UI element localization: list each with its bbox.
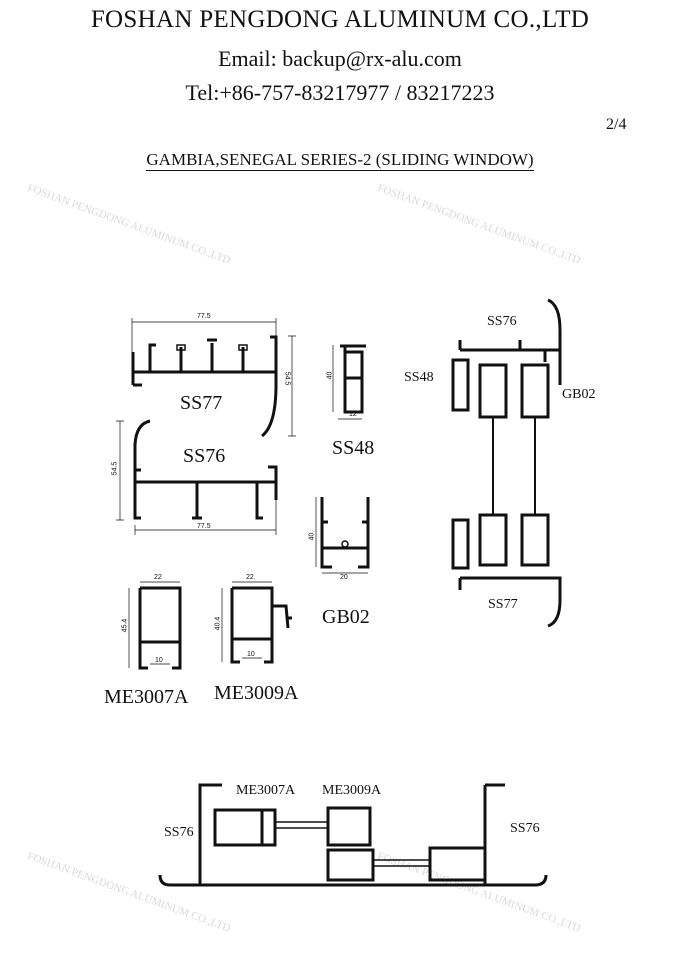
ss77-width: 77.5 — [197, 313, 211, 320]
me3009a-slot: 10 — [247, 651, 255, 658]
me3007a-profile — [138, 586, 182, 670]
page-number: 2/4 — [606, 116, 627, 133]
horizontal-assembly — [158, 783, 548, 887]
me3009a-width: 22 — [246, 574, 254, 581]
ss48-label: SS48 — [332, 437, 375, 459]
series-title: GAMBIA,SENEGAL SERIES-2 (SLIDING WINDOW) — [0, 150, 680, 171]
ss76-width: 77.5 — [197, 523, 211, 530]
gb02-width: 20 — [340, 574, 348, 581]
h-assembly-sash1-label: ME3007A — [236, 783, 296, 798]
series-title-text: GAMBIA,SENEGAL SERIES-2 (SLIDING WINDOW) — [146, 150, 534, 171]
ss77-height: 54.5 — [283, 371, 291, 386]
me3009a-profile — [230, 586, 292, 664]
ss77-profile — [131, 335, 278, 438]
ss77-label: SS77 — [180, 392, 223, 414]
me3007a-width: 22 — [154, 574, 162, 581]
h-assembly-sash2-label: ME3009A — [322, 783, 382, 798]
me3007a-height: 45.4 — [121, 618, 129, 633]
gb02-profile — [320, 497, 370, 569]
ss48-profile — [340, 344, 366, 414]
gb02-label: GB02 — [322, 606, 370, 628]
vertical-assembly — [451, 298, 562, 628]
me3007a-label: ME3007A — [104, 686, 189, 708]
email: Email: backup@rx-alu.com — [218, 46, 462, 71]
assembly-bottom-label: SS77 — [488, 597, 518, 612]
h-assembly-frame-right-label: SS76 — [510, 821, 540, 836]
ss76-height: 54.5 — [111, 461, 119, 476]
h-assembly-frame-left-label: SS76 — [164, 825, 194, 840]
ss76-profile — [133, 419, 278, 520]
ss76-dimensions — [116, 420, 277, 535]
company-name: FOSHAN PENGDONG ALUMINUM CO.,LTD — [90, 6, 590, 33]
assembly-top-label: SS76 — [487, 314, 517, 329]
ss48-width: 12 — [349, 411, 357, 418]
telephone: Tel:+86-757-83217977 / 83217223 — [185, 80, 495, 105]
assembly-left-label: SS48 — [404, 370, 434, 385]
me3007a-slot: 10 — [155, 657, 163, 664]
assembly-right-label: GB02 — [562, 387, 596, 402]
me3009a-height: 40.4 — [214, 616, 222, 631]
ss77-dimensions — [131, 318, 296, 437]
gb02-height: 40 — [308, 532, 316, 541]
me3009a-label: ME3009A — [214, 682, 299, 704]
ss48-height: 40 — [326, 371, 334, 380]
ss76-label: SS76 — [183, 445, 226, 467]
